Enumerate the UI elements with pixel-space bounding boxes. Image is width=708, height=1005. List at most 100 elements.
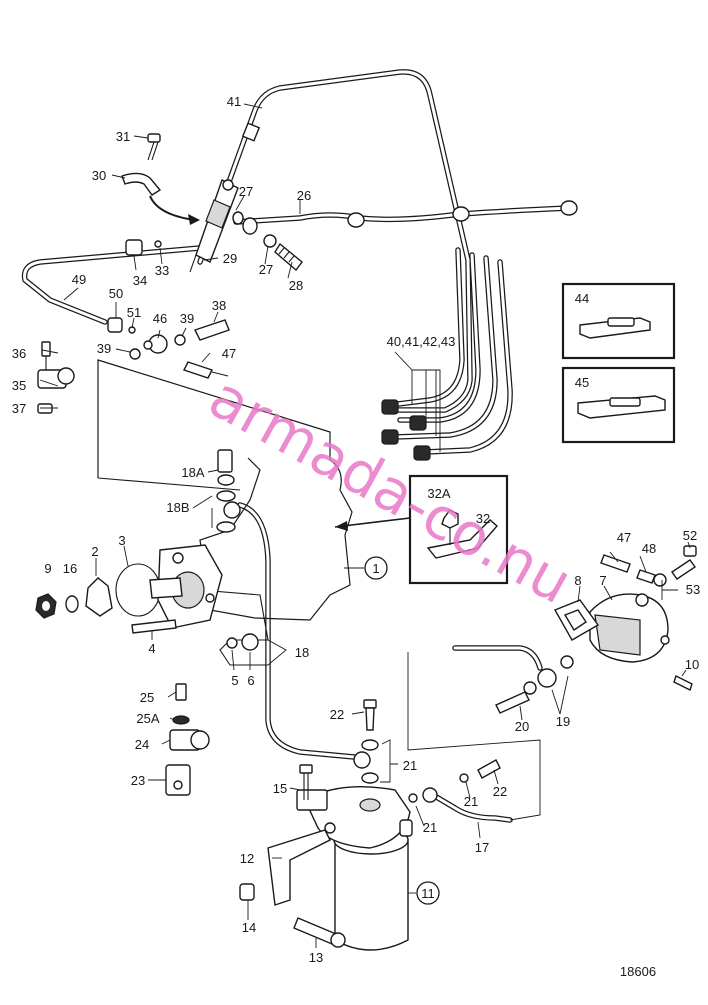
- clamp-30: [121, 172, 162, 196]
- arrow-clamp: [149, 195, 196, 221]
- label-4: 4: [148, 641, 155, 656]
- inset-44: [561, 282, 676, 360]
- label-53: 53: [686, 582, 700, 597]
- label-18: 18: [295, 645, 309, 660]
- bracket-assembly-23-25: [165, 683, 210, 796]
- washer-5-6: [226, 633, 259, 651]
- label-11: 11: [421, 886, 435, 901]
- washer-16: [65, 595, 79, 613]
- label-41: 41: [227, 94, 241, 109]
- fuel-pipe-17: [425, 789, 513, 823]
- label-14: 14: [242, 920, 256, 935]
- label-25: 25: [140, 690, 154, 705]
- bolt-15: [299, 764, 313, 800]
- label-44: 44: [575, 291, 589, 306]
- label-20: 20: [515, 719, 529, 734]
- label-25a: 25A: [136, 711, 159, 726]
- label-30: 30: [92, 168, 106, 183]
- bolt-38: [194, 319, 230, 341]
- nut-9: [35, 593, 57, 619]
- label-34: 34: [133, 273, 147, 288]
- return-pipe-49: [21, 245, 203, 325]
- leader-lines: [39, 103, 691, 948]
- clamp-35: [37, 341, 75, 414]
- banjo-18a-18b: [216, 449, 241, 533]
- fittings-19-20: [495, 655, 574, 714]
- label-21c: 21: [423, 820, 437, 835]
- banjo-bolt-28: [274, 242, 303, 272]
- label-33: 33: [155, 263, 169, 278]
- label-10: 10: [685, 657, 699, 672]
- fittings-47-53: [600, 545, 697, 607]
- label-1: 1: [372, 561, 379, 576]
- label-47a: 47: [222, 346, 236, 361]
- label-48: 48: [642, 541, 656, 556]
- label-15: 15: [273, 781, 287, 796]
- label-21a: 21: [403, 758, 417, 773]
- fitting-50-51: [107, 317, 136, 334]
- injector-29: [189, 179, 239, 273]
- label-9: 9: [44, 561, 51, 576]
- label-29: 29: [223, 251, 237, 266]
- callout-circle-11: [416, 881, 440, 905]
- injection-pipes-40-43: [381, 247, 513, 461]
- inset-32: [408, 474, 509, 585]
- label-18a: 18A: [181, 465, 204, 480]
- injection-pipe-41: [197, 69, 473, 413]
- label-24: 24: [135, 737, 149, 752]
- label-40-43: 40,41,42,43: [387, 334, 456, 349]
- label-32a: 32A: [427, 486, 450, 501]
- pump-flange-3: [115, 544, 223, 629]
- callout-frame-19: [407, 652, 541, 821]
- label-39b: 39: [97, 341, 111, 356]
- label-3: 3: [118, 533, 125, 548]
- spacer-14: [239, 883, 255, 901]
- label-7: 7: [599, 573, 606, 588]
- label-16: 16: [63, 561, 77, 576]
- figure-number: 18606: [620, 964, 656, 979]
- label-39a: 39: [180, 311, 194, 326]
- label-22b: 22: [493, 784, 507, 799]
- label-27b: 27: [259, 262, 273, 277]
- label-50: 50: [109, 286, 123, 301]
- label-31: 31: [116, 129, 130, 144]
- feed-pump-7: [553, 593, 693, 691]
- screw-13: [293, 917, 346, 948]
- label-35: 35: [12, 378, 26, 393]
- label-6: 6: [247, 673, 254, 688]
- label-49: 49: [72, 272, 86, 287]
- label-17: 17: [475, 840, 489, 855]
- label-47b: 47: [617, 530, 631, 545]
- label-13: 13: [309, 950, 323, 965]
- nut-34: [125, 239, 162, 256]
- label-38: 38: [212, 298, 226, 313]
- coupling-2: [85, 577, 113, 617]
- fuel-pipe-feed-pump: [452, 645, 543, 671]
- label-21b: 21: [464, 794, 478, 809]
- label-23: 23: [131, 773, 145, 788]
- label-26: 26: [297, 188, 311, 203]
- label-28: 28: [289, 278, 303, 293]
- label-32: 32: [476, 511, 490, 526]
- label-18b: 18B: [166, 500, 189, 515]
- label-45: 45: [575, 375, 589, 390]
- label-27a: 27: [239, 184, 253, 199]
- label-19: 19: [556, 714, 570, 729]
- nipple-47: [183, 361, 229, 379]
- label-22a: 22: [330, 707, 344, 722]
- washer-27: [232, 211, 277, 248]
- label-5: 5: [231, 673, 238, 688]
- inset-45: [561, 366, 676, 444]
- banjo-21-22: [353, 699, 501, 803]
- leak-off-pipe-26: [233, 200, 578, 228]
- label-51: 51: [127, 305, 141, 320]
- label-36: 36: [12, 346, 26, 361]
- fuel-filter-11: [267, 786, 413, 951]
- label-12: 12: [240, 851, 254, 866]
- label-8: 8: [574, 573, 581, 588]
- part-number-labels: 1 2 3 4 5 6 7 8 9 10 11 12 13 14 15 16 1…: [12, 94, 700, 965]
- label-2: 2: [91, 544, 98, 559]
- label-37: 37: [12, 401, 26, 416]
